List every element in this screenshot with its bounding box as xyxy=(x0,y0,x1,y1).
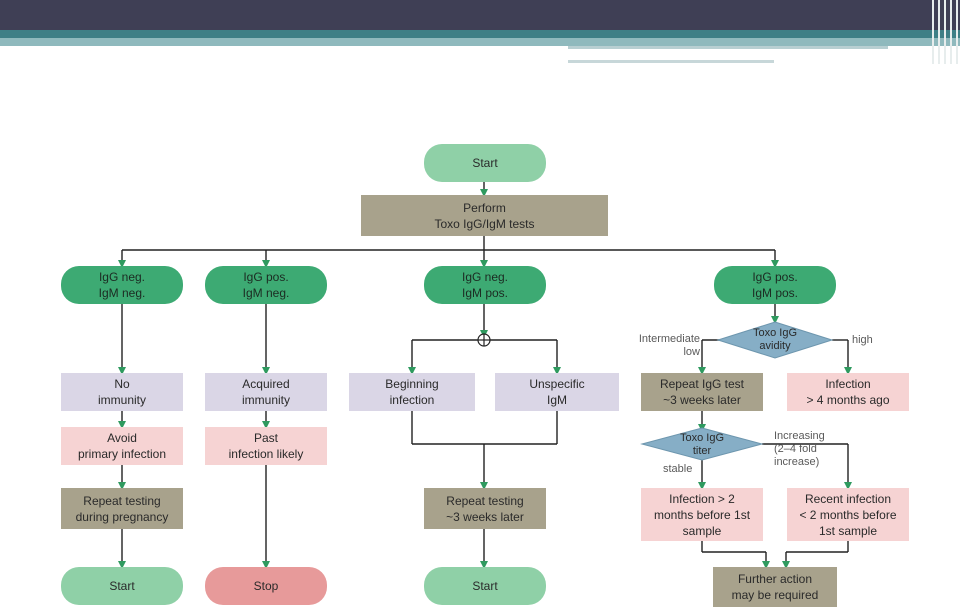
avidity-decision-label: Toxo IgG avidity xyxy=(752,327,798,352)
start-node-top: Start xyxy=(424,144,546,182)
branch-igg-pos-igm-neg: IgG pos. IgM neg. xyxy=(205,266,327,304)
recent-infection-box: Recent infection < 2 months before 1st s… xyxy=(787,488,909,541)
header-vertical-stripes xyxy=(932,0,960,64)
infection-before-sample-box: Infection > 2 months before 1st sample xyxy=(641,488,763,541)
acquired-immunity-box: Acquired immunity xyxy=(205,373,327,411)
avidity-diamond xyxy=(716,321,834,359)
stop-node: Stop xyxy=(205,567,327,605)
repeat-testing-pregnancy-box: Repeat testing during pregnancy xyxy=(61,488,183,529)
branch-igg-neg-igm-neg: IgG neg. IgM neg. xyxy=(61,266,183,304)
header-stripe-dark xyxy=(0,30,960,38)
header-bar xyxy=(0,0,960,30)
edge-label-increasing: Increasing (2–4 fold increase) xyxy=(774,430,825,468)
junction-or-symbol xyxy=(477,333,491,347)
branch-igg-neg-igm-pos: IgG neg. IgM pos. xyxy=(424,266,546,304)
start-node-branch3: Start xyxy=(424,567,546,605)
avoid-primary-infection-box: Avoid primary infection xyxy=(61,427,183,465)
repeat-testing-3-weeks-box: Repeat testing ~3 weeks later xyxy=(424,488,546,529)
header-line-short xyxy=(568,60,774,63)
edge-label-intermediate-low: Intermediate low xyxy=(638,333,700,358)
start-node-branch1: Start xyxy=(61,567,183,605)
header-line-long xyxy=(568,46,888,49)
edge-label-stable: stable xyxy=(663,463,693,475)
branch-igg-pos-igm-pos: IgG pos. IgM pos. xyxy=(714,266,836,304)
repeat-igg-test-box: Repeat IgG test ~3 weeks later xyxy=(641,373,763,411)
edge-label-high: high xyxy=(852,334,873,346)
no-immunity-box: No immunity xyxy=(61,373,183,411)
beginning-infection-box: Beginning infection xyxy=(349,373,475,411)
titer-decision-label: Toxo IgG titer xyxy=(679,432,725,457)
header-stripe-light xyxy=(0,38,960,46)
perform-tests-box: Perform Toxo IgG/IgM tests xyxy=(361,195,608,236)
infection-4-months-box: Infection > 4 months ago xyxy=(787,373,909,411)
past-infection-box: Past infection likely xyxy=(205,427,327,465)
titer-diamond xyxy=(640,427,764,461)
further-action-box: Further action may be required xyxy=(713,567,837,607)
unspecific-igm-box: Unspecific IgM xyxy=(495,373,619,411)
